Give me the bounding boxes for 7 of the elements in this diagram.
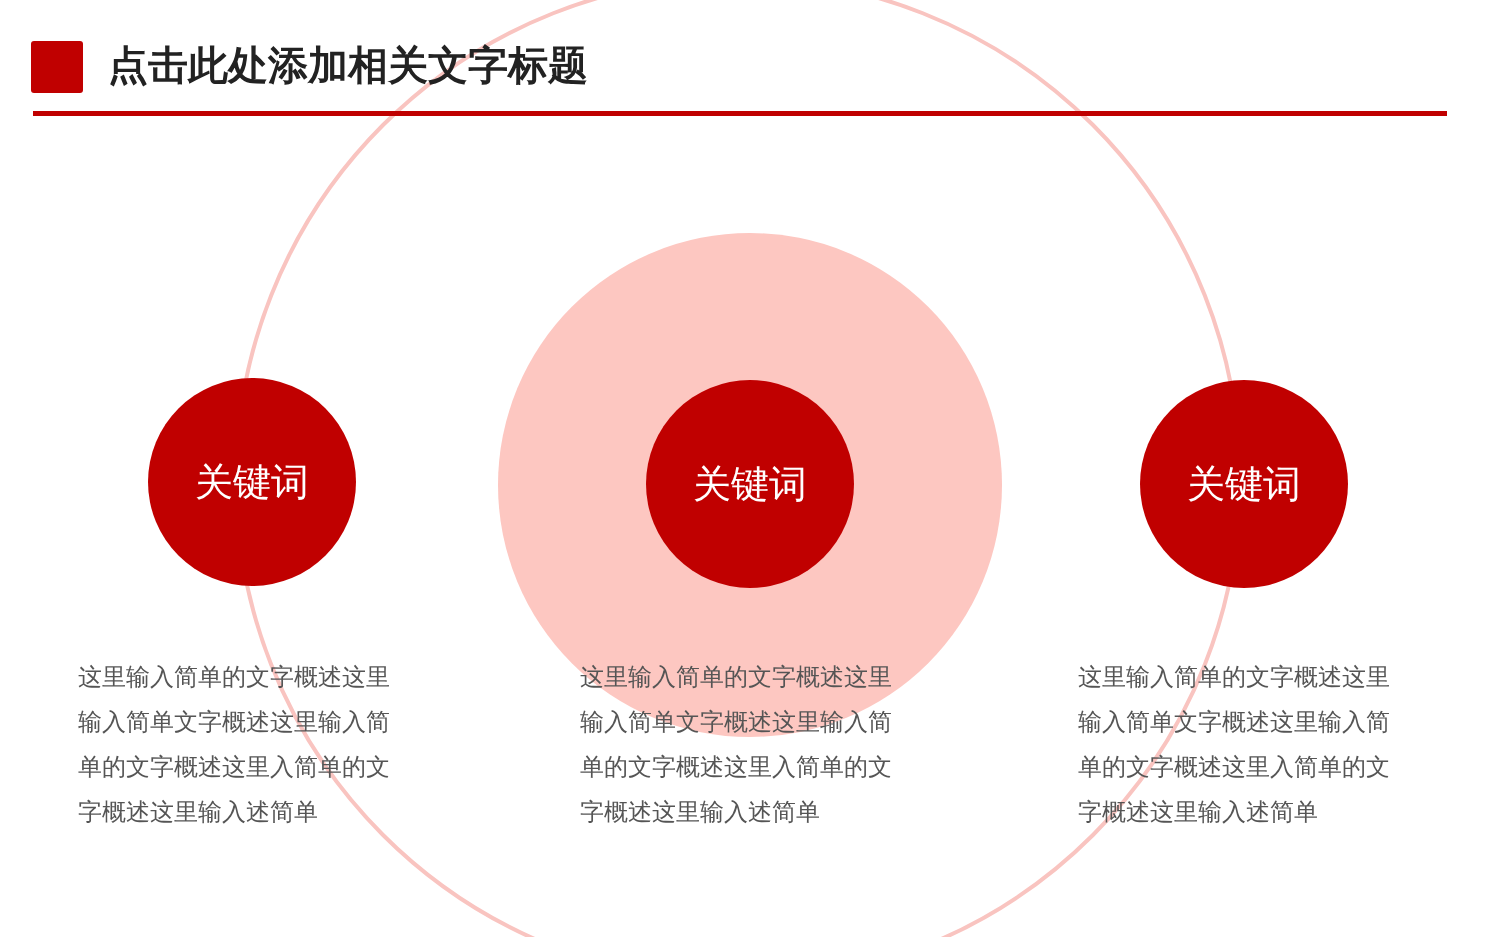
keyword-label: 关键词 [195,458,309,506]
description-text: 这里输入简单的文字概述这里输入简单文字概述这里输入简单的文字概述这里入简单的文字概述这里输入述简单 [78,662,391,828]
keyword-label: 关键词 [693,460,807,508]
description-text: 这里输入简单的文字概述这里输入简单文字概述这里输入简单的文字概述这里入简单的文字概述这里输入述简单 [1078,662,1391,828]
description-text: 这里输入简单的文字概述这里输入简单文字概述这里输入简单的文字概述这里入简单的文字概述这里输入述简单 [580,662,893,828]
title: 点击此处添加相关文字标题 [108,41,588,90]
keyword-label: 关键词 [1187,460,1301,508]
